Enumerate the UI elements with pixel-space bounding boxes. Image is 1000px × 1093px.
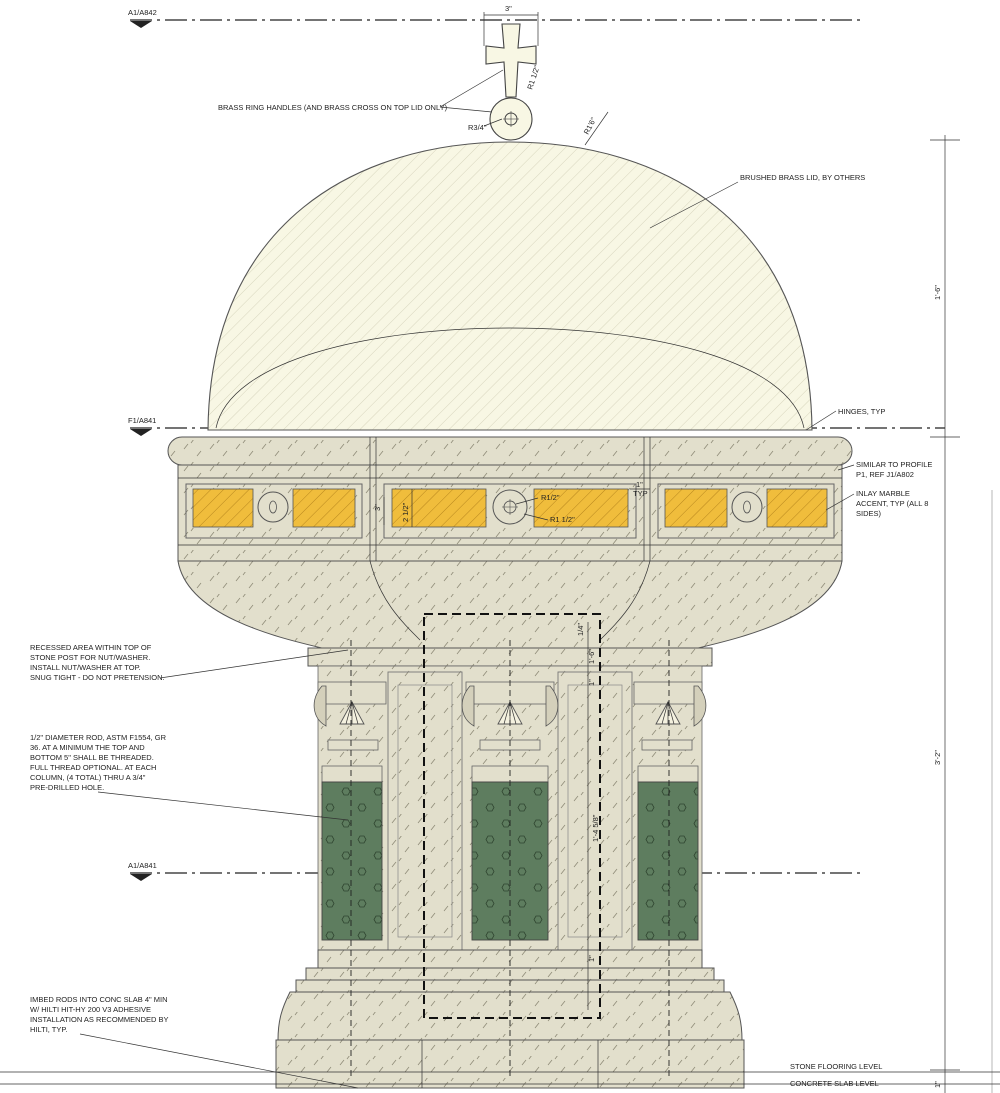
dim-overall-right: 1'-6" 3'-2" 1" [930, 135, 993, 1093]
svg-text:SIDES): SIDES) [856, 509, 882, 518]
dim-panel-height: 2 1/2" [401, 502, 410, 522]
dim-medallion-gap: 1" [636, 480, 643, 489]
inlay-panel-center [383, 483, 637, 539]
svg-text:INSTALLATION AS RECOMMENDED BY: INSTALLATION AS RECOMMENDED BY [30, 1015, 169, 1024]
svg-text:COLUMN, (4 TOTAL) THRU A 3/4": COLUMN, (4 TOTAL) THRU A 3/4" [30, 773, 146, 782]
svg-text:3": 3" [505, 4, 512, 13]
column-right [633, 681, 707, 941]
svg-text:INLAY MARBLE: INLAY MARBLE [856, 489, 910, 498]
rod-envelope [350, 613, 670, 1080]
ring-handle-icon [489, 97, 533, 141]
svg-text:BOTTOM 5" SHALL BE THREADED.: BOTTOM 5" SHALL BE THREADED. [30, 753, 154, 762]
svg-text:PRE-DRILLED HOLE.: PRE-DRILLED HOLE. [30, 783, 104, 792]
dim-base-height: 3'-2" [933, 750, 942, 765]
note-lid: BRUSHED BRASS LID, BY OTHERS [649, 173, 865, 229]
note-rod: 1/2" DIAMETER ROD, ASTM F1554, GR 36. AT… [30, 733, 349, 821]
reference-line-top: A1/A842 [128, 8, 860, 28]
inlay-panel-right [657, 483, 835, 539]
svg-text:SNUG TIGHT - DO NOT PRETENSION: SNUG TIGHT - DO NOT PRETENSION. [30, 673, 165, 682]
dim-post-a: 1'-6" [587, 649, 596, 664]
column-left [313, 681, 387, 941]
svg-text:INSTALL NUT/WASHER AT TOP.: INSTALL NUT/WASHER AT TOP. [30, 663, 141, 672]
concrete-slab-level-label: CONCRETE SLAB LEVEL [790, 1079, 879, 1088]
svg-text:IMBED RODS INTO CONC SLAB 4" M: IMBED RODS INTO CONC SLAB 4" MIN [30, 995, 168, 1004]
inlay-panel-left [185, 483, 363, 539]
floor-levels: STONE FLOORING LEVEL CONCRETE SLAB LEVEL [0, 1062, 1000, 1088]
svg-text:FULL THREAD OPTIONAL. AT EACH: FULL THREAD OPTIONAL. AT EACH [30, 763, 156, 772]
stone-flooring-level-label: STONE FLOORING LEVEL [790, 1062, 882, 1071]
svg-text:ACCENT, TYP (ALL 8: ACCENT, TYP (ALL 8 [856, 499, 928, 508]
note-inlay: INLAY MARBLE ACCENT, TYP (ALL 8 SIDES) [825, 489, 928, 518]
svg-text:HILTI, TYP.: HILTI, TYP. [30, 1025, 68, 1034]
note-handles: BRASS RING HANDLES (AND BRASS CROSS ON T… [218, 69, 504, 113]
ref-label-mid: A1/A841 [128, 861, 157, 870]
dim-ring-radius: R3/4" [468, 123, 487, 132]
dim-post-bottom: 1" [587, 955, 596, 962]
dim-dome-radius: R1'6" [582, 116, 598, 136]
svg-text:STONE POST FOR NUT/WASHER.: STONE POST FOR NUT/WASHER. [30, 653, 150, 662]
svg-text:P1, REF J1/A802: P1, REF J1/A802 [856, 470, 914, 479]
note-imbed: IMBED RODS INTO CONC SLAB 4" MIN W/ HILT… [30, 995, 359, 1089]
note-profile: SIMILAR TO PROFILE P1, REF J1/A802 [837, 460, 932, 479]
svg-text:BRUSHED BRASS LID, BY OTHERS: BRUSHED BRASS LID, BY OTHERS [740, 173, 865, 182]
dim-medallion-r2: R1 1/2" [550, 515, 575, 524]
svg-text:BRASS RING HANDLES (AND BRASS: BRASS RING HANDLES (AND BRASS CROSS ON T… [218, 103, 448, 112]
svg-text:RECESSED AREA WITHIN TOP OF: RECESSED AREA WITHIN TOP OF [30, 643, 152, 652]
dim-post-length: 1'-4 5/8" [591, 814, 600, 842]
dim-post-b: 1" [587, 679, 596, 686]
cross-icon [485, 23, 537, 98]
stone-bowl [167, 436, 853, 651]
svg-text:HINGES, TYP: HINGES, TYP [838, 407, 885, 416]
dim-band-height: 3" [373, 504, 382, 511]
svg-text:SIMILAR TO PROFILE: SIMILAR TO PROFILE [856, 460, 932, 469]
dim-lid-height: 1'-6" [933, 285, 942, 300]
note-recess: RECESSED AREA WITHIN TOP OF STONE POST F… [30, 643, 349, 682]
note-hinges: HINGES, TYP [805, 407, 885, 431]
dim-slab-depth: 1" [933, 1081, 942, 1088]
ref-label-top: A1/A842 [128, 8, 157, 17]
svg-text:36. AT A MINIMUM THE TOP AND: 36. AT A MINIMUM THE TOP AND [30, 743, 145, 752]
dim-post-top: 1/4" [576, 623, 585, 636]
svg-text:W/ HILTI HIT-HY 200 V3 ADHESIV: W/ HILTI HIT-HY 200 V3 ADHESIVE [30, 1005, 151, 1014]
dim-medallion-typ: TYP [633, 489, 648, 498]
dim-medallion-r1: R1/2" [541, 493, 560, 502]
svg-text:1/2" DIAMETER ROD, ASTM F1554,: 1/2" DIAMETER ROD, ASTM F1554, GR [30, 733, 167, 742]
brass-lid [207, 141, 813, 431]
dim-cross-radius: R1 1/2" [525, 64, 541, 91]
dim-cross-width: 3" [483, 4, 539, 46]
ref-label-lid-base: F1/A841 [128, 416, 156, 425]
